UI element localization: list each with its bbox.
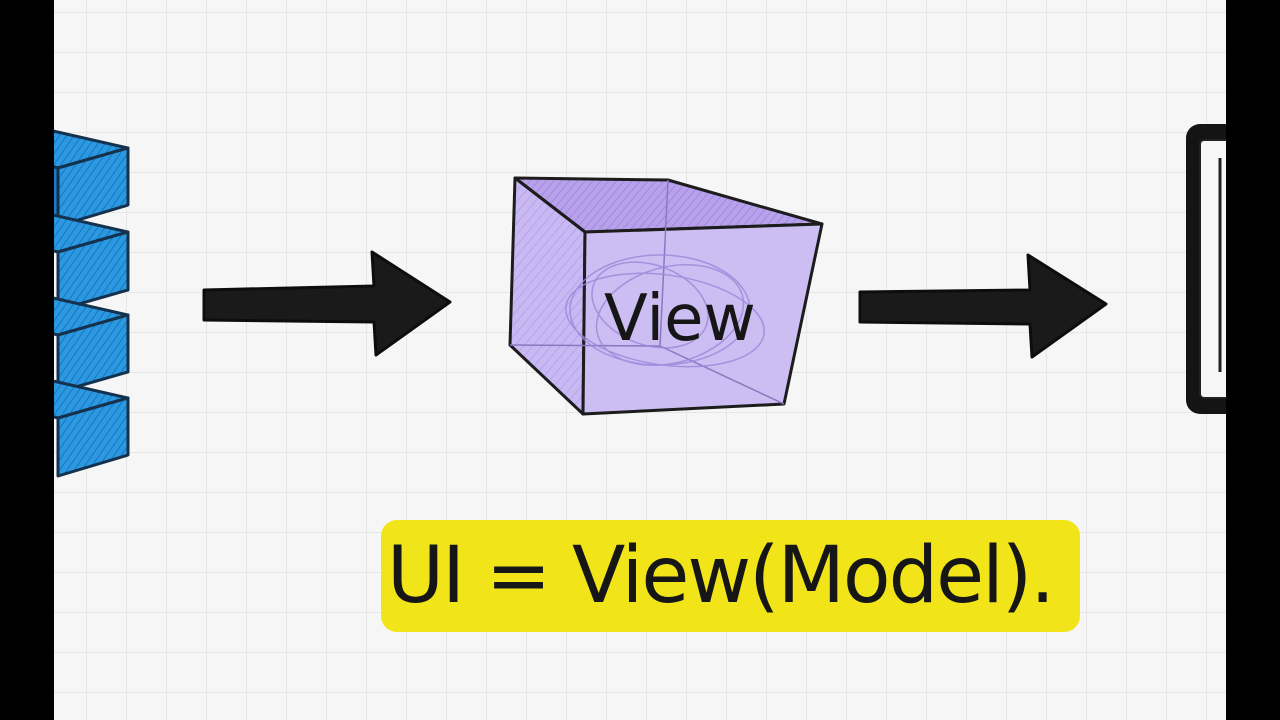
stacked-blocks-icon — [54, 129, 130, 478]
formula-highlight — [381, 520, 1080, 632]
letterbox-right — [1226, 0, 1280, 720]
cube-icon: View — [508, 176, 824, 416]
screen-icon — [1186, 124, 1226, 414]
arrow-right-icon — [858, 253, 1108, 359]
letterbox-left — [0, 0, 54, 720]
formula-text: UI = View(Model). — [387, 531, 1055, 621]
arrow-right-icon — [202, 250, 452, 357]
view-label: View — [604, 282, 756, 356]
